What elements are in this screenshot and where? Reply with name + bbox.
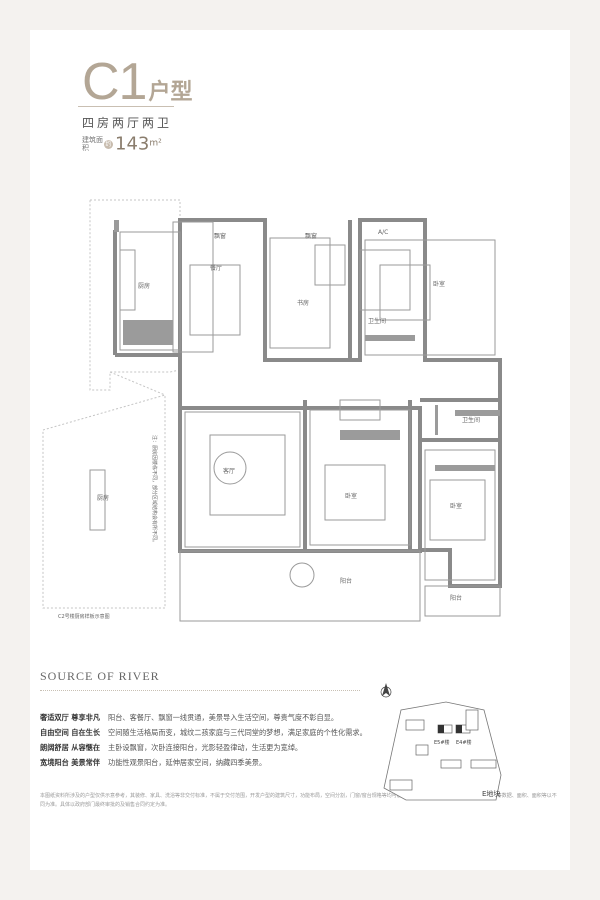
- area-approx-mark: 约: [104, 139, 113, 149]
- feature-text: 主卧设飘窗，次卧连接阳台，光影轻盈律动，生活更为宽绰。: [108, 743, 303, 752]
- area-label: 建筑面积: [82, 136, 103, 152]
- disclaimer: 本图纸资料所涉及的户型仅供示意参考，其装修、家具、洗浴等非交付标准，不属于交付范…: [40, 793, 557, 808]
- room-bedroom-2: 卧室: [345, 492, 357, 500]
- feature-item: 宽境阳台 美景常伴功能性观景阳台，延伸居家空间，纳藏四季美景。: [40, 755, 367, 770]
- feature-item: 朗阔舒居 从容惬在主卧设飘窗，次卧连接阳台，光影轻盈律动，生活更为宽绰。: [40, 740, 367, 755]
- feature-item: 自由空间 自在生长空间随生活格局而变，城纹二孩家庭与三代同堂的梦想，满足家庭的个…: [40, 725, 367, 740]
- room-config: 四房两厅两卫: [82, 116, 173, 130]
- site-building-e5: E5#楼: [434, 739, 450, 746]
- feature-text: 空间随生活格局而变，城纹二孩家庭与三代同堂的梦想，满足家庭的个性化需求。: [108, 728, 367, 737]
- unit-type-title: C1户型: [82, 52, 193, 112]
- feature-title: 奢适双厅 尊享非凡: [40, 713, 101, 722]
- room-bedroom-1: 卧室: [433, 280, 445, 288]
- floor-plan: 厨房 餐厅 飘窗 飘窗 A/C 书房 卫生间 卫生间 卧室 卧室 卧室 客厅 阳…: [42, 199, 502, 622]
- room-balcony-2: 阳台: [450, 594, 462, 602]
- room-ac: A/C: [378, 229, 388, 236]
- site-plan: E5#楼 E4#楼 E地块: [380, 683, 502, 801]
- feature-title: 自由空间 自在生长: [40, 728, 101, 737]
- room-bath-1: 卫生间: [368, 317, 386, 325]
- area-unit: m²: [149, 138, 162, 149]
- room-bay-2: 飘窗: [305, 232, 317, 240]
- site-building-e4: E4#楼: [456, 739, 472, 746]
- alt-caption: C2号楼厨房样板示意图: [58, 613, 110, 620]
- room-bedroom-3: 卧室: [450, 502, 462, 510]
- area-value: 143: [115, 133, 150, 155]
- room-study: 书房: [297, 299, 309, 307]
- dotted-divider: [40, 690, 360, 691]
- room-kitchen-alt: 厨房: [97, 494, 109, 502]
- alt-note: 注：厨房因楼栋不同，部分区域结构会有所不同。: [151, 435, 158, 545]
- room-bath-2: 卫生间: [462, 416, 480, 424]
- room-dining: 餐厅: [210, 264, 222, 272]
- feature-title: 朗阔舒居 从容惬在: [40, 743, 101, 752]
- feature-text: 阳台、客餐厅、飘窗一线贯通，美景导入生活空间，尊贵气度不彰自显。: [108, 713, 339, 722]
- room-bay-1: 飘窗: [214, 232, 226, 240]
- room-kitchen: 厨房: [138, 282, 150, 290]
- title-divider: [78, 106, 174, 107]
- feature-text: 功能性观景阳台，延伸居家空间，纳藏四季美景。: [108, 758, 267, 767]
- feature-item: 奢适双厅 尊享非凡阳台、客餐厅、飘窗一线贯通，美景导入生活空间，尊贵气度不彰自显…: [40, 710, 367, 725]
- brand-name: SOURCE OF RIVER: [40, 669, 160, 683]
- room-balcony-1: 阳台: [340, 577, 352, 585]
- compass-icon: [380, 683, 392, 698]
- site-plot-label: E地块: [482, 789, 500, 798]
- feature-list: 奢适双厅 尊享非凡阳台、客餐厅、飘窗一线贯通，美景导入生活空间，尊贵气度不彰自显…: [40, 710, 367, 770]
- feature-title: 宽境阳台 美景常伴: [40, 758, 101, 767]
- room-living: 客厅: [223, 467, 235, 475]
- unit-code: C1: [82, 53, 147, 111]
- unit-suffix: 户型: [148, 79, 193, 104]
